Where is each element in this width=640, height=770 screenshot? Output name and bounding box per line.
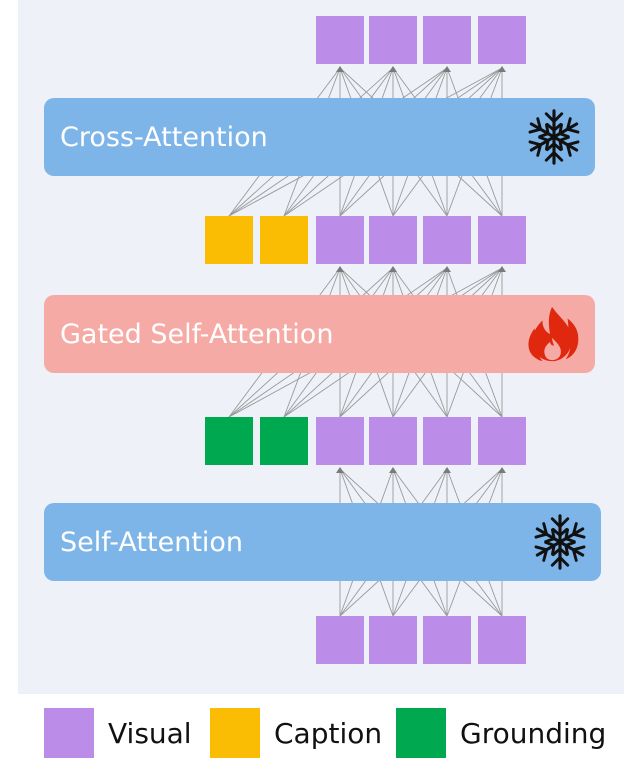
self-attention-layer: Self-Attention xyxy=(44,503,601,581)
snowflake-icon xyxy=(528,109,580,165)
arrowhead xyxy=(336,66,344,72)
legend-caption: Caption xyxy=(210,707,382,759)
arrowhead xyxy=(336,467,344,473)
legend-label-caption: Caption xyxy=(274,716,383,750)
cross-attention-layer: Cross-Attention xyxy=(44,98,595,176)
snowflake-icon xyxy=(534,514,586,570)
self-attention-label: Self-Attention xyxy=(60,526,244,558)
arrowhead xyxy=(498,66,506,72)
legend-label-grounding: Grounding xyxy=(460,716,607,750)
arrowhead xyxy=(389,467,397,473)
fire-icon xyxy=(528,306,579,362)
arrowhead xyxy=(443,66,451,72)
legend-label-visual: Visual xyxy=(108,716,192,750)
visual-token xyxy=(369,417,417,465)
grounding-token xyxy=(260,417,308,465)
arrowhead xyxy=(498,266,506,272)
visual-token xyxy=(423,216,471,264)
arrowhead xyxy=(443,266,451,272)
arrowhead xyxy=(498,467,506,473)
legend-grounding: Grounding xyxy=(396,707,606,759)
caption-swatch xyxy=(210,708,260,758)
visual-token xyxy=(369,16,417,64)
legend-visual: Visual xyxy=(44,707,192,759)
visual-token xyxy=(316,616,364,664)
visual-token xyxy=(478,216,526,264)
visual-token xyxy=(478,16,526,64)
arrowhead xyxy=(389,66,397,72)
visual-token xyxy=(369,616,417,664)
visual-token xyxy=(369,216,417,264)
grounding-token xyxy=(205,417,253,465)
caption-token xyxy=(205,216,253,264)
caption-token xyxy=(260,216,308,264)
gated-self-attention-layer: Gated Self-Attention xyxy=(44,295,595,373)
gated-self-attention-label: Gated Self-Attention xyxy=(60,318,334,350)
visual-token xyxy=(316,417,364,465)
visual-swatch xyxy=(44,708,94,758)
visual-token xyxy=(423,417,471,465)
visual-token xyxy=(478,417,526,465)
arrowhead xyxy=(443,467,451,473)
visual-token xyxy=(316,16,364,64)
arrowhead xyxy=(389,266,397,272)
visual-token xyxy=(423,616,471,664)
cross-attention-label: Cross-Attention xyxy=(60,121,268,153)
visual-token xyxy=(316,216,364,264)
grounding-swatch xyxy=(396,708,446,758)
visual-token xyxy=(423,16,471,64)
arrowhead xyxy=(336,266,344,272)
visual-token xyxy=(478,616,526,664)
